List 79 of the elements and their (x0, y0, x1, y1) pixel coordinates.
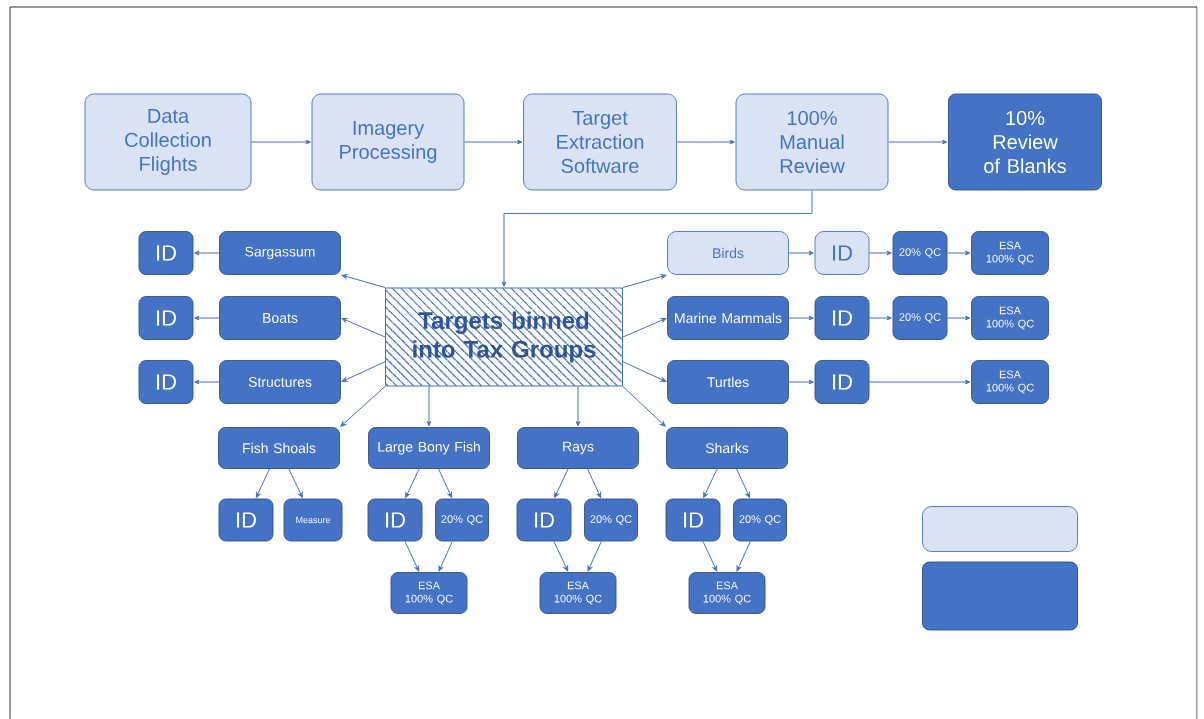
arrow (887, 139, 948, 145)
arrow (554, 468, 569, 498)
process-box: 20% QC (733, 498, 787, 542)
arrow (250, 139, 311, 145)
process-box: Turtles (667, 360, 789, 404)
process-box: Boats (219, 296, 341, 340)
arrow (340, 386, 386, 427)
arrow (288, 468, 303, 498)
arrow (736, 468, 751, 498)
process-box: 20% QC (435, 498, 489, 542)
process-box: ESA 100% QC (390, 572, 468, 614)
arrow (587, 540, 602, 572)
process-box: Measure (283, 498, 343, 542)
arrow (553, 540, 569, 572)
process-box: 20% QC (892, 296, 948, 340)
arrow (702, 540, 718, 572)
process-box: ID (138, 231, 194, 275)
process-box: 100% Manual Review (735, 93, 889, 191)
process-box: ID (138, 296, 194, 340)
arrow (868, 250, 892, 256)
arrow (463, 139, 523, 145)
arrow (501, 189, 813, 287)
arrow (404, 540, 420, 572)
arrow (946, 315, 971, 321)
arrow (622, 318, 667, 338)
process-box: ID (218, 498, 274, 542)
arrow (676, 139, 735, 145)
process-box: Data Collection Flights (84, 93, 252, 191)
process-box: 20% QC (892, 231, 948, 275)
arrow (788, 315, 814, 321)
process-box: Rays (517, 427, 639, 469)
process-box: ID (367, 498, 423, 542)
process-box: Sharks (666, 427, 788, 469)
process-box: Fish Shoals (218, 427, 340, 469)
arrow (946, 250, 971, 256)
process-box: ID (814, 296, 870, 340)
process-box: Sargassum (219, 231, 341, 275)
process-box: ID (665, 498, 721, 542)
process-box: ESA 100% QC (971, 360, 1049, 404)
arrow (622, 274, 667, 288)
arrow (622, 386, 666, 427)
process-box: 20% QC (584, 498, 638, 542)
arrow (868, 315, 892, 321)
process-box: Imagery Processing (311, 93, 465, 191)
arrow (788, 250, 814, 256)
arrow (736, 540, 751, 572)
arrow (788, 379, 814, 385)
arrow (438, 540, 453, 572)
arrow (341, 318, 386, 338)
process-box: Structures (219, 360, 341, 404)
arrow (341, 361, 386, 382)
process-box: ESA 100% QC (688, 572, 766, 614)
arrow (587, 468, 602, 498)
arrow (194, 379, 220, 385)
process-box: Marine Mammals (667, 296, 789, 340)
process-box: 10% Review of Blanks (948, 93, 1102, 191)
arrow (341, 274, 386, 288)
arrow (622, 361, 667, 382)
arrow (194, 315, 220, 321)
process-box: ID (814, 360, 870, 404)
process-box: Large Bony Fish (368, 427, 490, 469)
arrow (575, 386, 581, 427)
arrow (426, 386, 432, 427)
arrow (194, 250, 220, 256)
process-box: ESA 100% QC (971, 231, 1049, 275)
process-box: Birds (667, 231, 789, 275)
process-box (922, 561, 1078, 631)
process-box: ID (516, 498, 572, 542)
process-box: ESA 100% QC (539, 572, 617, 614)
arrow (868, 379, 971, 385)
process-box: ID (814, 231, 870, 275)
arrow (405, 468, 420, 498)
process-box: Target Extraction Software (523, 93, 677, 191)
process-box: ESA 100% QC (971, 296, 1049, 340)
process-box (922, 506, 1078, 552)
arrow (255, 468, 270, 498)
arrow (438, 468, 453, 498)
arrow (703, 468, 718, 498)
process-box: ID (138, 360, 194, 404)
